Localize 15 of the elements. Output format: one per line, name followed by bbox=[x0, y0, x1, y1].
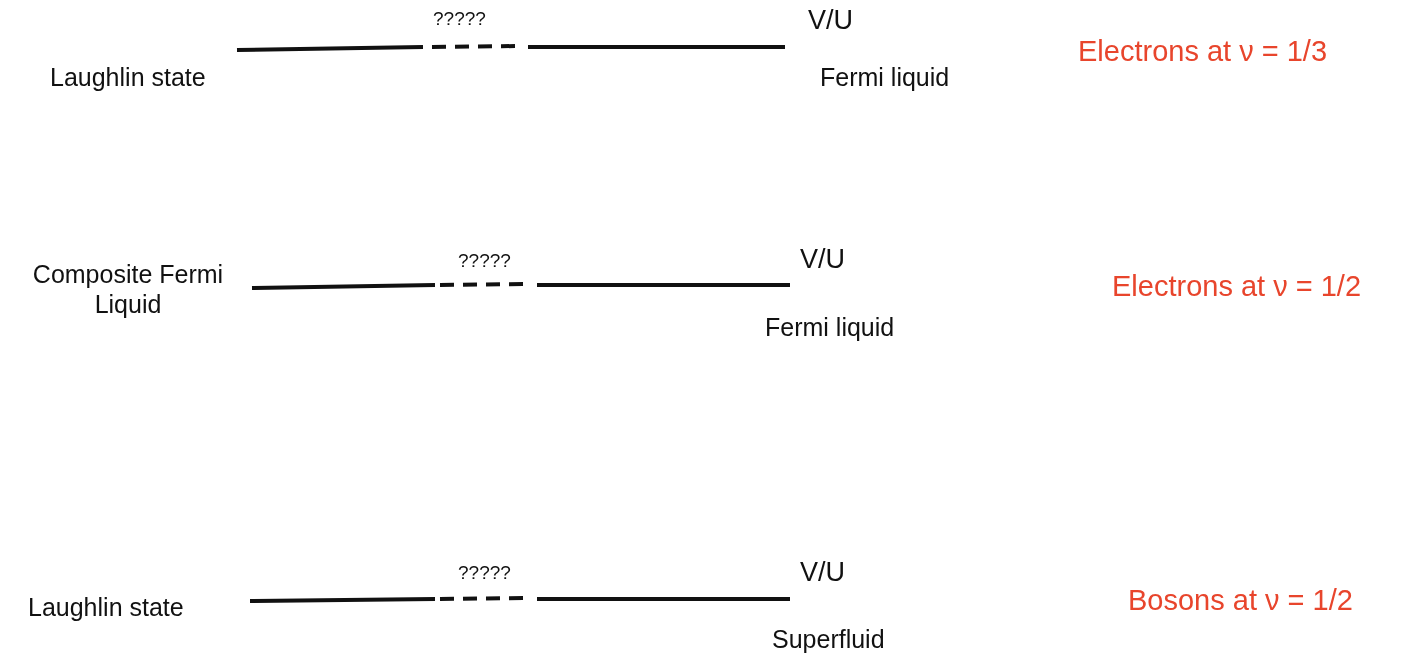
phase-label: Fermi liquid bbox=[765, 312, 895, 342]
axis-label: V/U bbox=[808, 4, 853, 37]
phase-label: Laughlin state bbox=[28, 592, 184, 622]
row-title: Electrons at ν = 1/2 bbox=[1112, 269, 1362, 304]
axis-label: V/U bbox=[800, 243, 845, 276]
phase-label: Composite Fermi Liquid bbox=[31, 259, 225, 319]
row-title: Electrons at ν = 1/3 bbox=[1078, 34, 1328, 69]
phase-label: Fermi liquid bbox=[820, 62, 950, 92]
row-title: Bosons at ν = 1/2 bbox=[1128, 583, 1353, 618]
phase-label: Superfluid bbox=[772, 624, 885, 654]
axis-label: V/U bbox=[800, 556, 845, 589]
unknown-phase-marks: ????? bbox=[433, 8, 486, 31]
unknown-phase-marks: ????? bbox=[458, 250, 511, 273]
unknown-phase-marks: ????? bbox=[458, 562, 511, 585]
phase-label: Laughlin state bbox=[50, 62, 206, 92]
